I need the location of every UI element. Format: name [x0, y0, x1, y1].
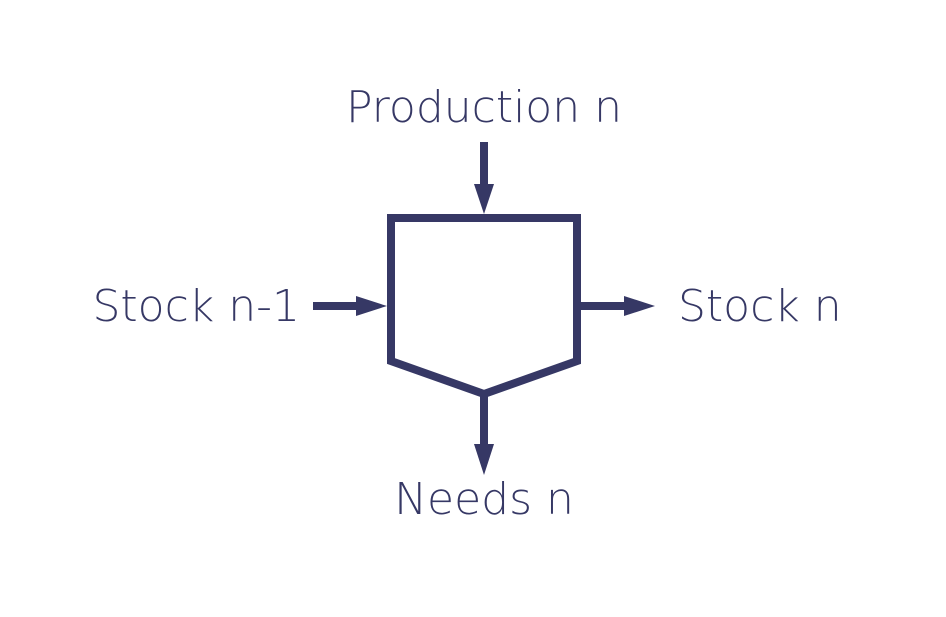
needs-arrow	[474, 395, 494, 475]
label-production: Production n	[346, 82, 622, 133]
label-previous-stock: Stock n-1	[92, 281, 300, 332]
label-current-stock: Stock n	[678, 281, 842, 332]
balance-node-shape	[387, 214, 581, 399]
previous-stock-arrow	[313, 296, 387, 316]
current-stock-arrow	[581, 296, 655, 316]
production-arrow	[474, 142, 494, 214]
label-needs: Needs n	[394, 474, 574, 525]
